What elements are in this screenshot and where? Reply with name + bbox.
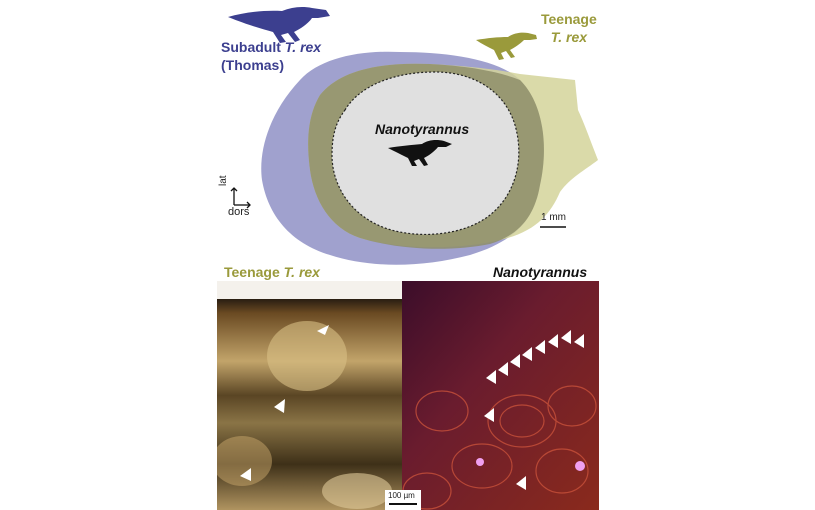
subadult-trex-silhouette-icon [228, 7, 330, 43]
nanotyrannus-histology-image [402, 281, 599, 510]
histology-left-label: Teenage T. rex [224, 264, 320, 280]
teenage-trex-silhouette-icon [476, 32, 537, 60]
scalebar-100um-label: 100 µm [388, 491, 415, 500]
histology-arrowheads-left [240, 325, 329, 481]
teenage-trex-histology-image [217, 281, 402, 510]
cross-section-diagram [228, 7, 598, 265]
subadult-label: Subadult T. rex (Thomas) [221, 39, 322, 73]
histology-arrowheads-right [484, 330, 584, 490]
axis-label-dors: dors [228, 206, 250, 218]
histology-right-label: Nanotyrannus [493, 264, 588, 280]
orientation-axes-icon [230, 187, 251, 209]
scalebar-100um: 100 µm [385, 490, 421, 510]
scalebar-1mm-label: 1 mm [541, 212, 566, 223]
nanotyrannus-silhouette-icon [388, 140, 452, 166]
nanotyrannus-label: Nanotyrannus [375, 121, 470, 137]
teenage-label: Teenage T. rex [541, 11, 597, 45]
axis-label-lat: lat [218, 175, 229, 186]
